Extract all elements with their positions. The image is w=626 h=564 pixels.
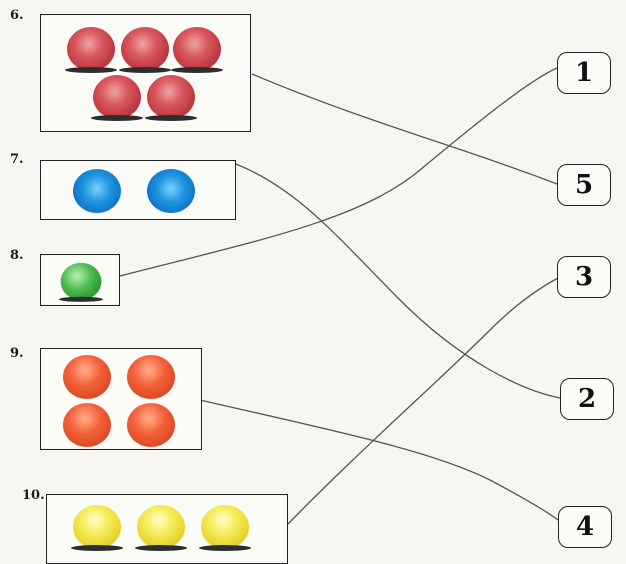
item-7-box[interactable] [40, 160, 236, 220]
red-ball-icon [119, 27, 171, 77]
match-line-7-to-2 [235, 163, 561, 399]
red-ball-icon [171, 27, 223, 77]
match-line-10-to-3 [287, 277, 559, 525]
red-ball-icon [65, 27, 117, 77]
blue-ball-icon [145, 169, 197, 219]
item-10-box[interactable] [46, 494, 288, 564]
blue-ball-icon [71, 169, 123, 219]
orange-ball-icon [125, 355, 177, 405]
item-9-label: 9. [10, 346, 24, 361]
answer-box-2[interactable]: 2 [560, 378, 614, 420]
match-line-6-to-5 [251, 73, 558, 185]
answer-box-3[interactable]: 3 [557, 256, 611, 298]
match-line-8-to-1 [119, 67, 558, 277]
red-ball-icon [145, 75, 197, 125]
answer-box-5[interactable]: 5 [557, 164, 611, 206]
yellow-ball-icon [71, 505, 123, 555]
item-8-box[interactable] [40, 254, 120, 306]
item-6-box[interactable] [40, 14, 251, 132]
answer-box-4[interactable]: 4 [558, 506, 612, 548]
item-6-label: 6. [10, 8, 24, 23]
answer-box-1[interactable]: 1 [557, 52, 611, 94]
yellow-ball-icon [135, 505, 187, 555]
item-9-box[interactable] [40, 348, 202, 450]
orange-ball-icon [61, 403, 113, 453]
orange-ball-icon [125, 403, 177, 453]
yellow-ball-icon [199, 505, 251, 555]
match-line-9-to-4 [199, 399, 559, 521]
green-ball-icon [58, 262, 104, 306]
orange-ball-icon [61, 355, 113, 405]
item-8-label: 8. [10, 248, 24, 263]
item-10-label: 10. [22, 488, 45, 503]
red-ball-icon [91, 75, 143, 125]
item-7-label: 7. [10, 152, 24, 167]
